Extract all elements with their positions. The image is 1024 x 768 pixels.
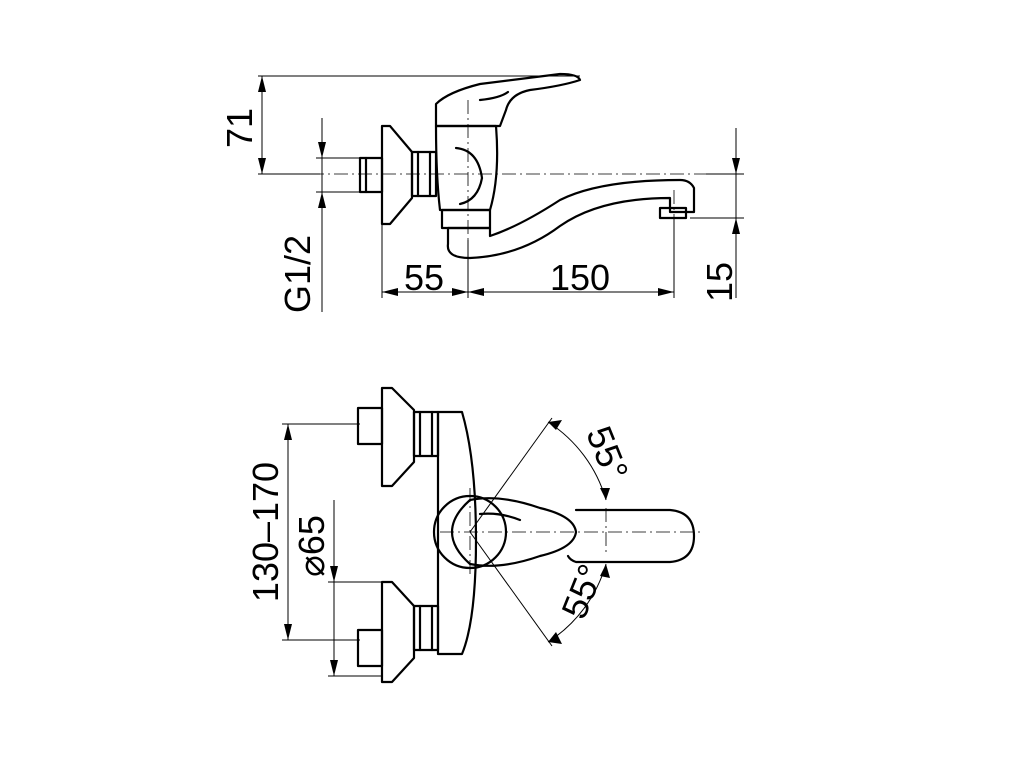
spout-top xyxy=(566,508,696,564)
side-view: 71 G1/2 55 150 xyxy=(219,72,744,313)
dim-thread-label: G1/2 xyxy=(277,235,318,313)
dim-height: 71 xyxy=(219,75,580,175)
angle-upper-label: 55° xyxy=(578,420,636,486)
top-view: 55° 55° 130–170 ⌀65 xyxy=(245,386,700,684)
dim-spacing-label: 130–170 xyxy=(245,462,286,602)
upper-connector xyxy=(356,386,440,488)
lever-handle xyxy=(434,72,582,128)
dim-spout-length-label: 150 xyxy=(550,257,610,298)
dim-diameter: ⌀65 xyxy=(291,500,382,677)
body-base-ring xyxy=(440,208,492,230)
aerator xyxy=(658,206,688,220)
dim-spout-drop-label: 15 xyxy=(699,262,740,302)
dim-height-label: 71 xyxy=(219,108,260,148)
wall-flange xyxy=(380,124,414,226)
angle-lower-label: 55° xyxy=(553,558,611,624)
eccentric-connector xyxy=(358,156,384,194)
spout xyxy=(446,178,696,260)
dim-spout-drop: 15 xyxy=(690,128,744,302)
mixer-body xyxy=(434,124,499,212)
dim-diameter-label: ⌀65 xyxy=(291,515,332,577)
dim-wall-offset-label: 55 xyxy=(404,257,444,298)
dim-thread: G1/2 xyxy=(277,118,360,313)
body-highlight xyxy=(454,146,484,206)
dim-horizontal: 55 150 xyxy=(381,218,675,298)
lower-connector xyxy=(356,580,440,684)
dim-spacing: 130–170 xyxy=(245,423,360,641)
